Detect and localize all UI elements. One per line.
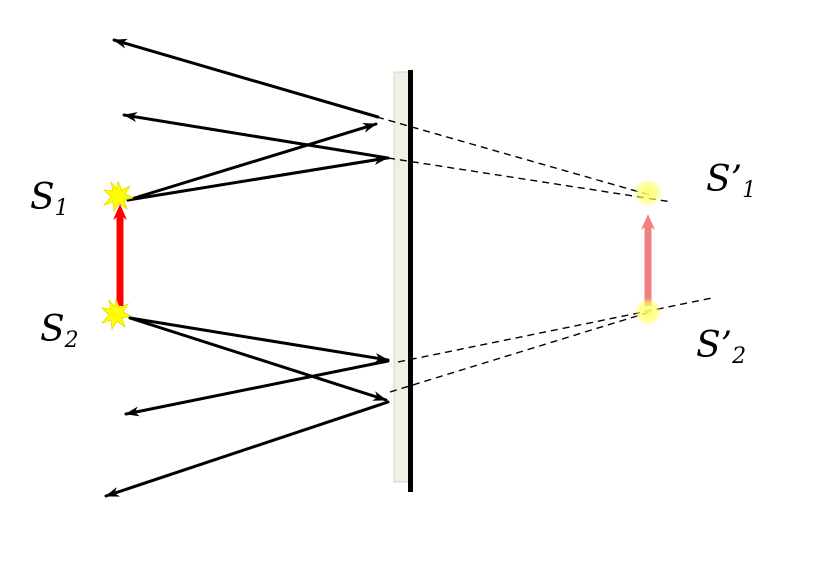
incident-ray <box>126 155 389 202</box>
virtual-ray <box>387 157 673 203</box>
virtual-ray <box>397 297 713 363</box>
image-glow-s1 <box>634 179 662 207</box>
label-s1-image: S’1 <box>706 162 756 202</box>
rays-from-s2 <box>104 316 390 498</box>
label-s1-main: S <box>30 177 55 218</box>
label-s1-sub: 1 <box>54 196 69 221</box>
image-glow-s2 <box>634 298 662 326</box>
source-star-s1 <box>102 180 135 213</box>
reflected-ray <box>124 359 390 417</box>
mirror <box>393 70 413 492</box>
virtual-rays <box>376 116 713 393</box>
star-burst-icon <box>102 180 135 213</box>
mirror-glass <box>393 71 411 483</box>
label-s2: S2 <box>40 312 79 352</box>
incident-ray <box>128 316 388 402</box>
label-s1-image-sub: 1 <box>742 178 757 203</box>
label-s1-image-main: S’ <box>706 159 743 200</box>
reflected-ray <box>112 38 380 119</box>
reflected-ray <box>122 112 390 160</box>
source-star-s2 <box>100 298 133 331</box>
star-burst-icon <box>100 298 133 331</box>
incident-ray <box>126 122 378 202</box>
label-s2-main: S <box>40 309 65 350</box>
label-s1: S1 <box>30 180 69 220</box>
virtual-ray <box>376 116 651 196</box>
incident-ray <box>128 316 390 363</box>
reflected-ray <box>104 400 390 498</box>
label-s2-image-main: S’ <box>696 325 733 366</box>
virtual-ray <box>389 311 651 393</box>
rays-from-s1 <box>112 38 390 202</box>
label-s2-image: S’2 <box>696 328 746 368</box>
mirror-backing <box>408 70 413 492</box>
label-s2-image-sub: 2 <box>732 344 747 369</box>
label-s2-sub: 2 <box>64 328 79 353</box>
